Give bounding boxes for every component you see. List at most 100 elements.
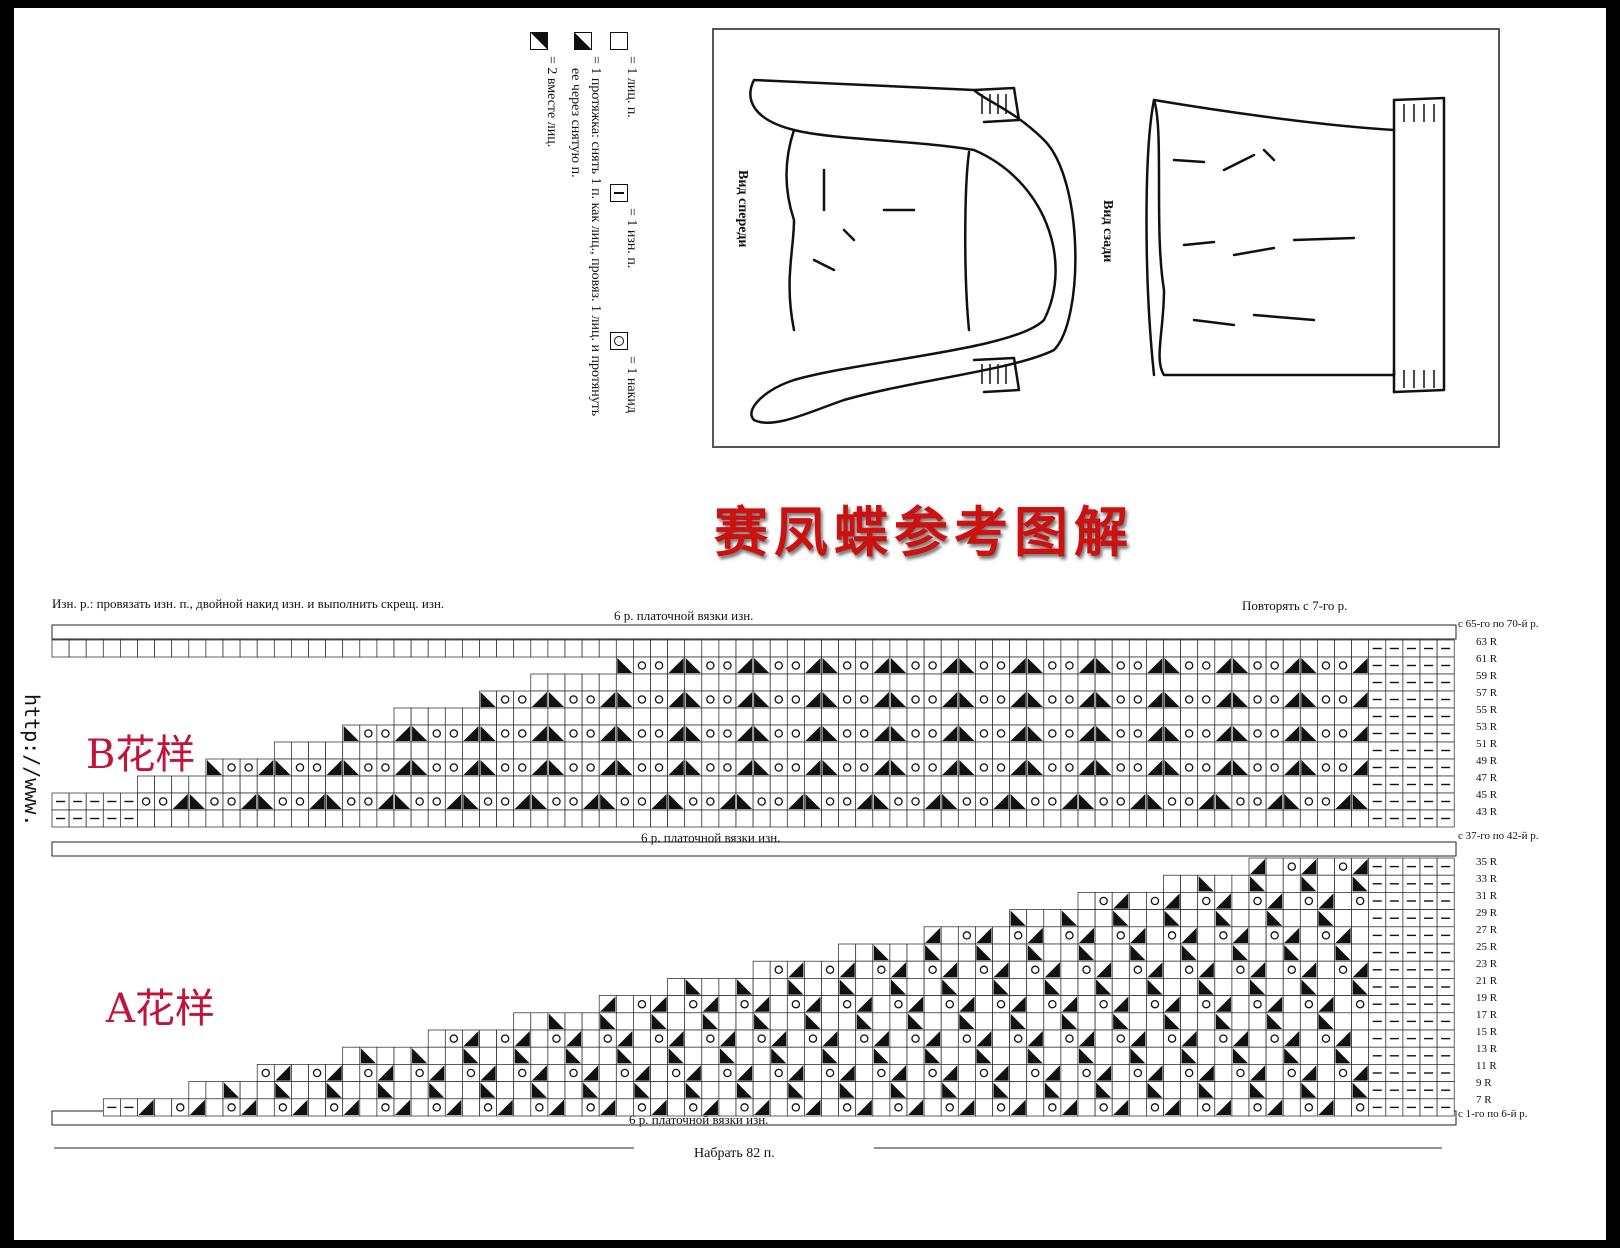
chart-cell — [1265, 741, 1284, 760]
chart-cell — [1043, 758, 1062, 777]
chart-cell — [838, 639, 857, 658]
chart-cell — [1146, 673, 1164, 692]
k2tog-mark — [1147, 658, 1163, 673]
chart-cell — [1128, 741, 1147, 760]
chart-cell — [154, 1098, 173, 1117]
chart-cell — [752, 960, 771, 979]
chart-cell — [564, 792, 583, 811]
yarn-over-mark — [637, 763, 647, 772]
chart-cell — [786, 1029, 805, 1048]
yarn-over-mark — [791, 695, 801, 704]
chart-cell — [1197, 1098, 1216, 1117]
yarn-over-mark — [1321, 763, 1331, 772]
chart-cell — [684, 741, 703, 760]
chart-cell — [1060, 741, 1079, 760]
chart-cell — [838, 943, 857, 962]
chart-cell — [1009, 960, 1028, 979]
yarn-over-mark — [364, 797, 373, 806]
chart-cell — [1282, 909, 1301, 928]
yarn-over-mark — [979, 695, 989, 704]
chart-cell — [410, 639, 429, 658]
chart-cell — [273, 741, 292, 760]
chart-cell — [513, 758, 532, 777]
yarn-over-mark — [877, 1068, 886, 1078]
row-label: 59 R — [1476, 670, 1498, 682]
chart-cell — [547, 775, 566, 794]
chart-cell — [1026, 673, 1045, 692]
chart-cell — [1334, 995, 1352, 1014]
ssk-mark — [993, 1082, 1009, 1098]
chart-cell — [325, 1098, 344, 1117]
chart-cell — [273, 809, 292, 828]
chart-cell — [855, 960, 874, 979]
chart-cell — [650, 707, 668, 726]
chart-cell — [633, 639, 651, 658]
chart-cell — [547, 1064, 566, 1082]
yarn-over-mark — [808, 1034, 818, 1043]
chart-cell — [923, 1064, 942, 1082]
chart-cell — [581, 639, 600, 658]
k2tog-mark — [993, 962, 1009, 978]
chart-cell — [1317, 758, 1335, 777]
chart-cell — [51, 639, 70, 658]
yarn-over-mark — [860, 729, 869, 738]
chart-cell — [462, 1081, 480, 1100]
yarn-over-mark — [1099, 896, 1108, 906]
ssk-mark — [1352, 1082, 1368, 1098]
chart-cell — [821, 1064, 839, 1082]
chart-cell — [923, 960, 942, 979]
k2tog-mark — [1232, 927, 1248, 943]
yarn-over-mark — [1184, 695, 1194, 704]
k2tog-mark — [737, 760, 753, 775]
chart-cell — [444, 1046, 463, 1065]
k2tog-mark — [1335, 794, 1351, 809]
chart-cell — [633, 673, 651, 692]
chart-cell — [735, 1029, 754, 1048]
yarn-over-mark — [381, 763, 390, 772]
yarn-over-mark — [894, 1103, 903, 1112]
yarn-over-mark — [1116, 661, 1126, 670]
chart-cell — [786, 741, 805, 760]
chart-cell — [1026, 978, 1045, 996]
ssk-mark — [1301, 658, 1317, 673]
chart-cell — [855, 1081, 874, 1100]
yarn-over-mark — [1219, 1034, 1228, 1043]
chart-cell — [359, 792, 378, 811]
chart-cell — [513, 1012, 532, 1031]
k2tog-mark — [1215, 996, 1231, 1012]
k2tog-mark — [1215, 692, 1231, 707]
chart-cell — [496, 809, 515, 828]
chart-cell — [1060, 1046, 1079, 1065]
chart-cell — [547, 1046, 566, 1065]
chart-cell — [838, 690, 857, 709]
chart-cell — [308, 639, 326, 658]
chart-cell — [752, 1081, 771, 1100]
k2tog-mark — [976, 1031, 992, 1047]
ssk-mark — [890, 726, 906, 741]
chart-cell — [923, 724, 942, 743]
chart-cell — [1163, 792, 1181, 811]
ssk-mark — [839, 1082, 855, 1098]
chart-cell — [513, 1064, 532, 1082]
chart-cell — [444, 1029, 463, 1048]
watermark-url: http://www. — [20, 694, 44, 827]
ssk-mark — [822, 692, 838, 707]
yarn-over-mark — [637, 1103, 647, 1112]
chart-cell — [1094, 809, 1113, 828]
chart-cell — [291, 792, 309, 811]
chart-cell — [1146, 809, 1164, 828]
k2tog-mark — [925, 1031, 941, 1047]
chart-cell — [1214, 926, 1233, 945]
ssk-mark — [463, 794, 479, 809]
yarn-over-mark — [689, 797, 698, 806]
chart-cell — [923, 809, 942, 828]
chart-cell — [735, 995, 754, 1014]
chart-cell — [547, 707, 566, 726]
chart-cell — [804, 775, 822, 794]
chart-cell — [1146, 1029, 1164, 1048]
chart-cell — [1180, 775, 1199, 794]
chart-cell — [427, 758, 446, 777]
chart-cell — [1094, 1012, 1113, 1031]
chart-cell — [1128, 656, 1147, 675]
chart-cell — [222, 792, 241, 811]
